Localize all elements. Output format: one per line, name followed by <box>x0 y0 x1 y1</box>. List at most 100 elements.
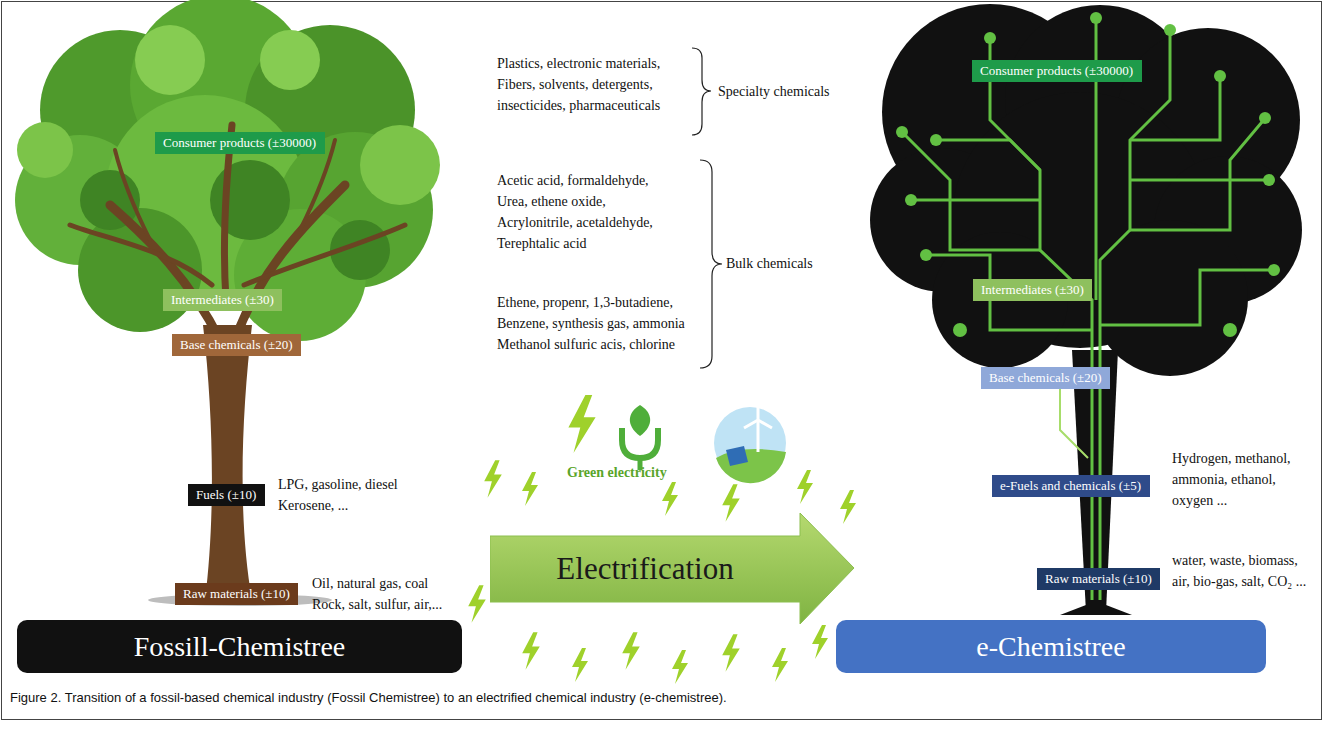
lightning-bolt <box>522 472 538 506</box>
leaf-highlight <box>260 30 320 90</box>
trace <box>1100 34 1170 600</box>
lightning-bolt <box>772 648 788 682</box>
brace <box>692 48 711 135</box>
circuit-traces <box>905 22 1270 600</box>
hill <box>716 449 786 483</box>
trace <box>930 255 1092 330</box>
circuit-dot <box>1164 24 1176 36</box>
circuit-dot <box>1223 323 1237 337</box>
circuit-dot <box>905 194 917 206</box>
solar-panel <box>726 446 748 466</box>
trace <box>1060 388 1088 458</box>
level-label: Base chemicals (±20) <box>981 367 1110 389</box>
circuit-nodes <box>896 12 1280 337</box>
level-label: Intermediates (±30) <box>163 289 282 311</box>
lightning-bolt <box>568 395 595 453</box>
leaf-highlight <box>135 25 205 95</box>
lightning-bolt <box>522 632 540 669</box>
brace <box>700 160 722 368</box>
arrow-fill <box>490 513 854 624</box>
product-list: Ethene, propenr, 1,3-butadiene, Benzene,… <box>497 292 697 355</box>
circuit-dot <box>1214 70 1226 82</box>
lightning-bolt <box>672 650 688 684</box>
lightning-bolt <box>572 648 588 682</box>
node-label: Base chemicals (±20) <box>180 337 293 352</box>
lightning-bolt <box>662 482 678 516</box>
trace <box>915 199 1040 202</box>
lightning-bolt <box>812 625 828 659</box>
node-label: Consumer products (±30000) <box>163 135 316 150</box>
lightning-bolt <box>468 585 486 622</box>
figure-caption: Figure 2. Transition of a fossil-based c… <box>10 690 727 705</box>
lightning-bolts <box>468 395 856 684</box>
circuit-dot <box>1259 112 1271 124</box>
circuit-dot <box>953 323 967 337</box>
level-label: Intermediates (±30) <box>973 279 1092 301</box>
lightning-bolt <box>722 484 740 521</box>
node-label: Intermediates (±30) <box>981 282 1084 297</box>
level-label: Raw materials (±10) <box>1037 568 1160 590</box>
group-label: Bulk chemicals <box>726 253 813 274</box>
level-label: Fuels (±10) <box>188 484 265 506</box>
circuit-dot <box>896 126 908 138</box>
lightning-bolt <box>722 634 740 671</box>
group-label: Specialty chemicals <box>718 81 830 102</box>
branch <box>115 150 150 240</box>
trace <box>1130 80 1220 140</box>
product-list: Plastics, electronic materials, Fibers, … <box>497 53 687 116</box>
node-label: e-Fuels and chemicals (±5) <box>1000 478 1141 493</box>
trace <box>940 140 1040 170</box>
node-label: e-Chemistree <box>976 631 1125 663</box>
product-list: Acetic acid, formaldehyde, Urea, ethene … <box>497 170 672 254</box>
trace <box>1130 122 1262 230</box>
level-label: Consumer products (±30000) <box>972 60 1142 82</box>
branch <box>70 225 212 285</box>
arrow-label: Electrification <box>556 551 733 587</box>
examples-note: Hydrogen, methanol, ammonia, ethanol, ox… <box>1172 448 1302 511</box>
tree-branches <box>70 125 405 340</box>
tree-trunk <box>203 325 252 600</box>
branch <box>235 185 345 340</box>
renewables-icon <box>714 404 786 483</box>
circuit-dot <box>930 134 942 146</box>
branch <box>244 225 405 285</box>
trace <box>990 42 1092 600</box>
tree-title-box: e-Chemistree <box>836 620 1266 673</box>
tree-title-box: Fossill-Chemistree <box>17 620 462 673</box>
trace <box>1130 179 1265 182</box>
node-label: Intermediates (±30) <box>171 292 274 307</box>
tree-canopy <box>15 0 440 341</box>
leaf-clump <box>360 125 440 205</box>
branch <box>110 205 220 340</box>
level-label: e-Fuels and chemicals (±5) <box>992 475 1150 497</box>
circuit-dot <box>920 249 932 261</box>
trace <box>905 135 1040 250</box>
examples-note: Oil, natural gas, coal Rock, salt, sulfu… <box>312 573 457 615</box>
node-label: Consumer products (±30000) <box>980 63 1133 78</box>
node-label: Fuels (±10) <box>196 487 256 502</box>
examples-note: LPG, gasoline, diesel Kerosene, ... <box>278 474 418 516</box>
level-label: Raw materials (±10) <box>175 583 298 605</box>
circuit-root <box>1060 605 1132 615</box>
circuit-dot <box>984 32 996 44</box>
circuit-canopy <box>870 4 1302 615</box>
node-label: Base chemicals (±20) <box>989 370 1102 385</box>
node-label: Fossill-Chemistree <box>134 631 346 663</box>
trace <box>1100 270 1270 325</box>
circuit-tree <box>870 4 1302 615</box>
turbine-pole <box>757 420 760 452</box>
lightning-bolt <box>797 470 813 504</box>
circuit-dot <box>1263 174 1275 186</box>
node-label: Raw materials (±10) <box>1045 571 1152 586</box>
lightning-bolt <box>484 460 502 497</box>
level-label: Base chemicals (±20) <box>172 334 301 356</box>
energy-label: Green electricity <box>567 462 667 483</box>
leaf <box>630 405 650 436</box>
leaf-clump <box>17 122 73 178</box>
transition-arrow: Electrification <box>490 512 855 625</box>
lightning-bolt <box>840 490 856 524</box>
circuit-dot <box>1268 264 1280 276</box>
fossil-tree <box>15 0 440 606</box>
lightning-bolt <box>622 632 640 669</box>
